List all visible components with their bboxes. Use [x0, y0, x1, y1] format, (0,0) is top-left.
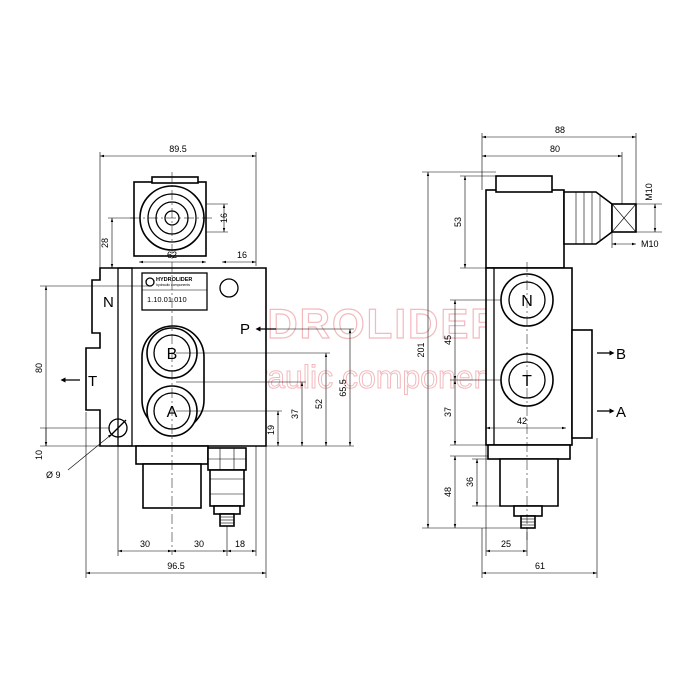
side-port-t-label: T [522, 373, 532, 390]
front-cap-top [151, 176, 199, 184]
side-cap-top [495, 175, 553, 193]
dim-52: 52 [314, 399, 324, 409]
port-t-label: T [88, 373, 97, 390]
side-cable-gland [563, 191, 613, 245]
dim-10: 10 [34, 450, 44, 460]
dim-16-knob: 16 [219, 213, 229, 223]
dim-88: 88 [555, 125, 565, 135]
front-adjuster-collar [213, 505, 241, 515]
dim-28: 28 [100, 238, 110, 248]
dim-30-left: 30 [140, 539, 150, 549]
side-view: N T B A [485, 175, 637, 540]
dim-48: 48 [443, 487, 453, 497]
dim-201: 201 [416, 342, 426, 357]
side-port-a-label: A [616, 404, 626, 421]
dim-62: 62 [167, 250, 177, 260]
dim-89-5: 89.5 [169, 144, 187, 154]
side-cap [485, 189, 565, 269]
dim-37-side: 37 [443, 407, 453, 417]
dim-37: 37 [290, 409, 300, 419]
dim-53: 53 [453, 217, 463, 227]
front-mount-hole-top [219, 278, 239, 298]
dim-m10-top: M10 [644, 183, 654, 201]
side-port-b-label: B [616, 346, 626, 363]
port-n-label: N [103, 294, 114, 311]
dim-80-side: 80 [550, 144, 560, 154]
side-dimensions: 88 80 M10 M10 53 201 45 37 42 [416, 125, 662, 578]
dim-30-mid: 30 [194, 539, 204, 549]
dim-61: 61 [535, 561, 545, 571]
front-view: HYDROLIDER hydraulic components 1.10.01.… [60, 172, 276, 555]
dim-36: 36 [465, 477, 475, 487]
front-body-left-rib [117, 267, 133, 447]
side-stem-collar [513, 505, 543, 517]
dim-16-right: 16 [237, 250, 247, 260]
port-p-label: P [240, 321, 250, 338]
dim-45: 45 [443, 335, 453, 345]
side-lower-cap [499, 458, 559, 507]
dim-65-5: 65.5 [338, 379, 348, 397]
dim-25: 25 [501, 539, 511, 549]
side-lower-block [487, 444, 571, 460]
brand-tagline: hydraulic components [156, 283, 190, 287]
nameplate [141, 272, 208, 311]
dim-m10-bottom: M10 [641, 239, 659, 249]
dim-80: 80 [34, 363, 44, 373]
front-dimensions: 89.5 62 16 16 28 80 10 Ø 9 19 [34, 144, 354, 578]
dim-18: 18 [235, 539, 245, 549]
dim-19: 19 [266, 425, 276, 435]
brand-name: HYDROLIDER [156, 277, 192, 283]
front-adjuster-body [209, 469, 245, 507]
side-body-flange [571, 329, 593, 439]
product-code: 1.10.01.010 [147, 295, 187, 304]
dim-96-5: 96.5 [167, 561, 185, 571]
dim-42: 42 [517, 416, 527, 426]
dim-dia-9: Ø 9 [46, 470, 61, 480]
